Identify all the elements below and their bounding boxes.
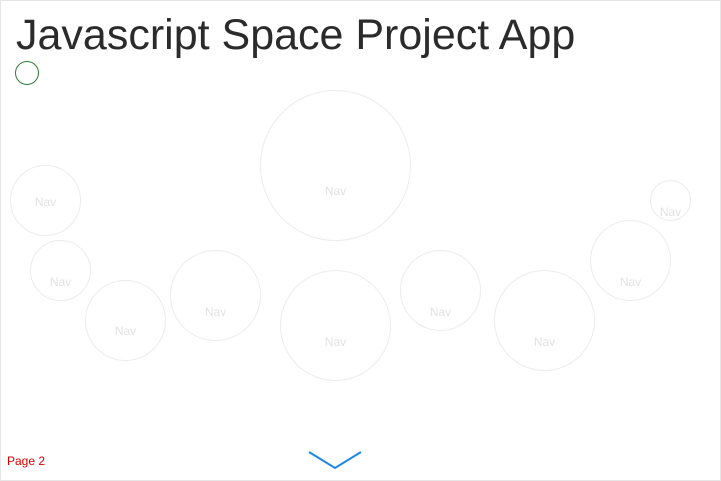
nav-bubble-label: Nav — [49, 275, 72, 289]
nav-bubble-label: Nav — [114, 324, 137, 338]
nav-bubble-10[interactable]: Nav — [650, 180, 691, 221]
nav-bubble-label: Nav — [429, 305, 452, 319]
nav-bubble-label: Nav — [324, 184, 347, 198]
chevron-down-icon[interactable] — [307, 449, 363, 471]
nav-bubble-1[interactable]: Nav — [10, 165, 81, 236]
nav-bubble-label: Nav — [34, 195, 57, 209]
nav-bubble-2[interactable]: Nav — [30, 240, 91, 301]
nav-bubble-label: Nav — [533, 335, 556, 349]
nav-bubble-7[interactable]: Nav — [400, 250, 481, 331]
nav-bubble-label: Nav — [324, 335, 347, 349]
page-indicator: Page 2 — [7, 454, 46, 468]
nav-bubble-label: Nav — [619, 275, 642, 289]
nav-bubble-4[interactable]: Nav — [170, 250, 261, 341]
nav-bubble-label: Nav — [204, 305, 227, 319]
nav-bubble-3[interactable]: Nav — [85, 280, 166, 361]
nav-bubble-6[interactable]: Nav — [280, 270, 391, 381]
nav-bubble-5[interactable]: Nav — [260, 90, 411, 241]
nav-bubble-9[interactable]: Nav — [590, 220, 671, 301]
status-circle-icon[interactable] — [15, 61, 39, 85]
nav-bubble-8[interactable]: Nav — [494, 270, 595, 371]
nav-bubble-label: Nav — [659, 205, 682, 219]
page-title: Javascript Space Project App — [16, 11, 576, 59]
